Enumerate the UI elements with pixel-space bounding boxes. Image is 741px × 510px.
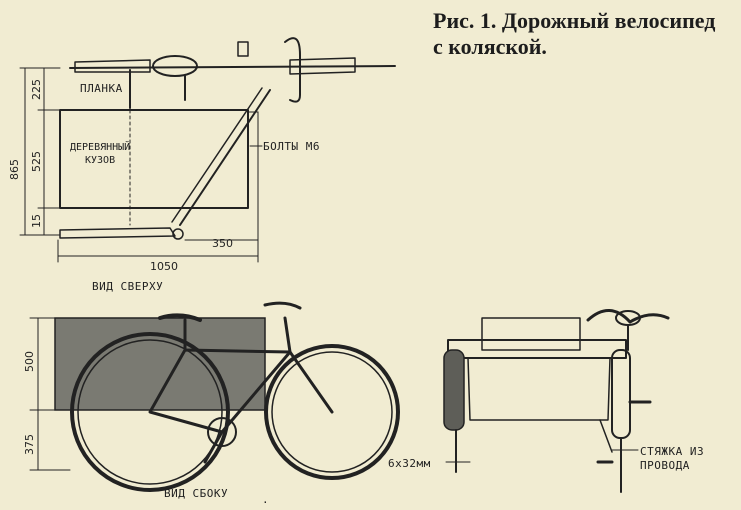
chainring-side [207,417,237,447]
saddle-side [158,313,202,322]
crank-side [203,430,224,464]
wheel-hub-top [172,228,184,240]
side-view-title-dot: . [262,493,269,506]
top-view: 865 225 525 15 1050 350 ПЛАНКА ДЕРЕВЯННЫ… [8,37,396,293]
rear-wheel-top [74,59,151,73]
side-view-title: ВИД СБОКУ [164,487,228,500]
label-planka: ПЛАНКА [80,82,123,95]
front-fork-side [288,350,334,414]
frame-diagonal-b [171,87,263,223]
top-view-axis-line [69,65,396,69]
bell-top [237,41,249,57]
saddle-top [152,55,198,77]
dim-top-section: 225 [30,79,43,100]
label-body-line2: КУЗОВ [85,155,115,166]
sidecar-wheel-top [59,227,176,239]
rear-wheel-side [70,332,230,492]
dim-lower: 375 [23,434,36,455]
stem-side [283,316,292,354]
figure-caption: Рис. 1. Дорожный велосипед с коляской. [433,8,716,59]
label-bolts: БОЛТЫ М6 [263,140,320,153]
label-screw: 6х32мм [388,457,431,470]
handlebar-top [284,37,301,103]
dim-bottom-section: 15 [30,214,43,228]
dim-offset: 350 [212,237,233,250]
dim-mid-section: 525 [30,151,43,172]
front-wheel-top [289,57,356,75]
handlebar-side [263,301,302,310]
front-view: 6х32мм СТЯЖКА ИЗ ПРОВОДА [388,309,704,493]
label-body-line1: ДЕРЕВЯННЫЙ [70,140,130,153]
tie-wire [599,419,613,453]
label-tie-line1: СТЯЖКА ИЗ [640,445,704,458]
sidecar-body-top [59,109,249,209]
front-wheel-rim [271,351,393,473]
crossbar-front [447,339,627,359]
front-wheel-side [264,344,400,480]
sidecar-tub-front [467,357,611,421]
left-wheel-front [443,349,465,431]
top-view-title: ВИД СВЕРХУ [92,280,163,293]
right-wheel-front [611,349,631,439]
handlebar-front [586,309,670,324]
label-tie-line2: ПРОВОДА [640,459,690,472]
sidecar-box-front [481,317,581,351]
dim-length: 1050 [150,260,178,273]
dim-total-height: 865 [8,159,21,180]
side-view: 500 375 ВИД СБОКУ . [23,301,400,506]
rear-wheel-rim [77,339,223,485]
dim-upper: 500 [23,351,36,372]
